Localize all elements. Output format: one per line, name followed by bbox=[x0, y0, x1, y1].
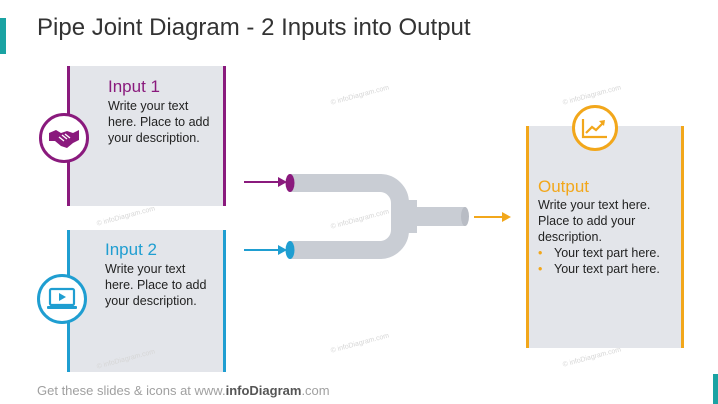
right-accent-bar bbox=[713, 374, 718, 404]
growth-chart-icon bbox=[581, 119, 607, 139]
input-1-panel bbox=[67, 66, 226, 206]
footer-suffix: .com bbox=[301, 383, 330, 398]
footer-prefix: Get these slides & icons at www. bbox=[37, 383, 226, 398]
output-panel bbox=[526, 126, 684, 348]
arrow-input-2 bbox=[244, 245, 287, 255]
input-2-panel bbox=[67, 230, 226, 372]
output-bullet: Your text part here. bbox=[538, 245, 660, 261]
footer-credit[interactable]: Get these slides & icons at www.infoDiag… bbox=[37, 383, 330, 398]
outlet-cap bbox=[461, 207, 469, 226]
inlet-cap-1 bbox=[285, 174, 295, 192]
output-description: Write your text here. Place to add your … bbox=[538, 198, 651, 244]
input-1-icon-circle bbox=[39, 113, 89, 163]
input-2-description: Write your text here. Place to add your … bbox=[105, 262, 207, 308]
inlet-cap-2 bbox=[285, 241, 295, 259]
input-2-heading: Input 2 bbox=[105, 240, 157, 259]
left-accent-bar bbox=[0, 18, 6, 54]
handshake-icon bbox=[49, 130, 79, 148]
input-1-description: Write your text here. Place to add your … bbox=[108, 99, 210, 145]
slide-title: Pipe Joint Diagram - 2 Inputs into Outpu… bbox=[37, 14, 471, 41]
output-bullet-list: Your text part here. Your text part here… bbox=[538, 245, 660, 277]
pipe-collar bbox=[397, 200, 417, 233]
output-heading: Output bbox=[538, 177, 590, 196]
outlet-pipe bbox=[415, 207, 465, 226]
output-bullet: Your text part here. bbox=[538, 261, 660, 277]
laptop-play-icon bbox=[47, 287, 77, 309]
arrow-output bbox=[474, 212, 511, 222]
input-1-heading: Input 1 bbox=[108, 77, 160, 96]
footer-brand: infoDiagram bbox=[225, 383, 302, 398]
input-2-icon-circle bbox=[37, 274, 87, 324]
arrow-input-1 bbox=[244, 177, 287, 187]
output-icon-circle bbox=[572, 105, 618, 151]
